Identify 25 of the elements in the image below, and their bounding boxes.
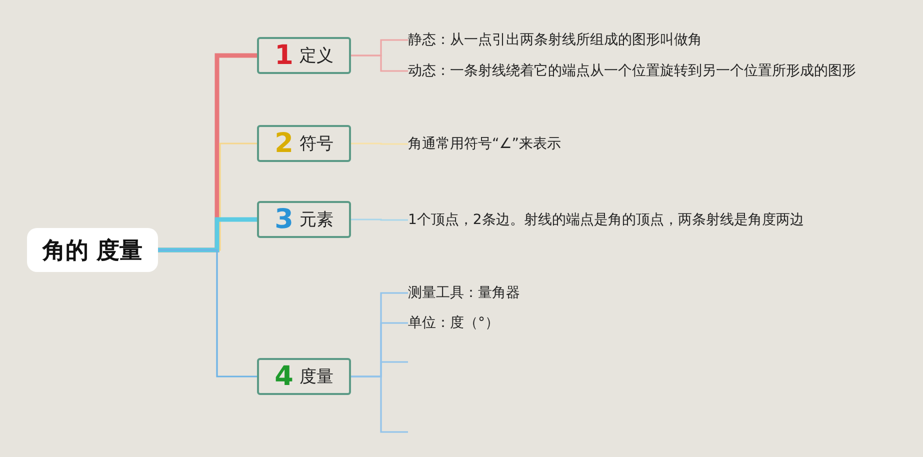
- leaf-text: 单位：度（°）: [408, 314, 499, 332]
- branch-line: [351, 376, 408, 433]
- leaf-text: 动态：一条射线绕着它的端点从一个位置旋转到另一个位置所形成的图形: [408, 62, 856, 80]
- topic-box: [257, 358, 351, 395]
- topic-label: 元素: [299, 210, 334, 230]
- branch-line: [351, 218, 408, 221]
- topic-number: 1: [274, 40, 294, 70]
- leaf-text: 测量工具：量角器: [408, 284, 520, 302]
- leaf-text: 1个顶点，2条边。射线的端点是角的顶点，两条射线是角度两边: [408, 211, 804, 229]
- branch-line: [351, 142, 408, 145]
- topic-label: 度量: [299, 366, 334, 386]
- topic-label: 符号: [299, 134, 334, 154]
- root-topic-box: 角的 度量: [27, 228, 158, 272]
- topic-number: 2: [274, 128, 294, 158]
- topic-label: 定义: [299, 46, 334, 66]
- leaf-text: 角通常用符号“∠”来表示: [408, 135, 562, 153]
- topic-box: [257, 37, 351, 74]
- topic-number: 4: [274, 362, 294, 392]
- branch-line: [158, 249, 257, 378]
- topic-box: [257, 201, 351, 238]
- leaf-text: 静态：从一点引出两条射线所组成的图形叫做角: [408, 31, 702, 49]
- branch-line: [158, 217, 257, 252]
- topic-box: [257, 125, 351, 162]
- branch-line: [351, 54, 408, 72]
- topic-number: 3: [274, 204, 294, 234]
